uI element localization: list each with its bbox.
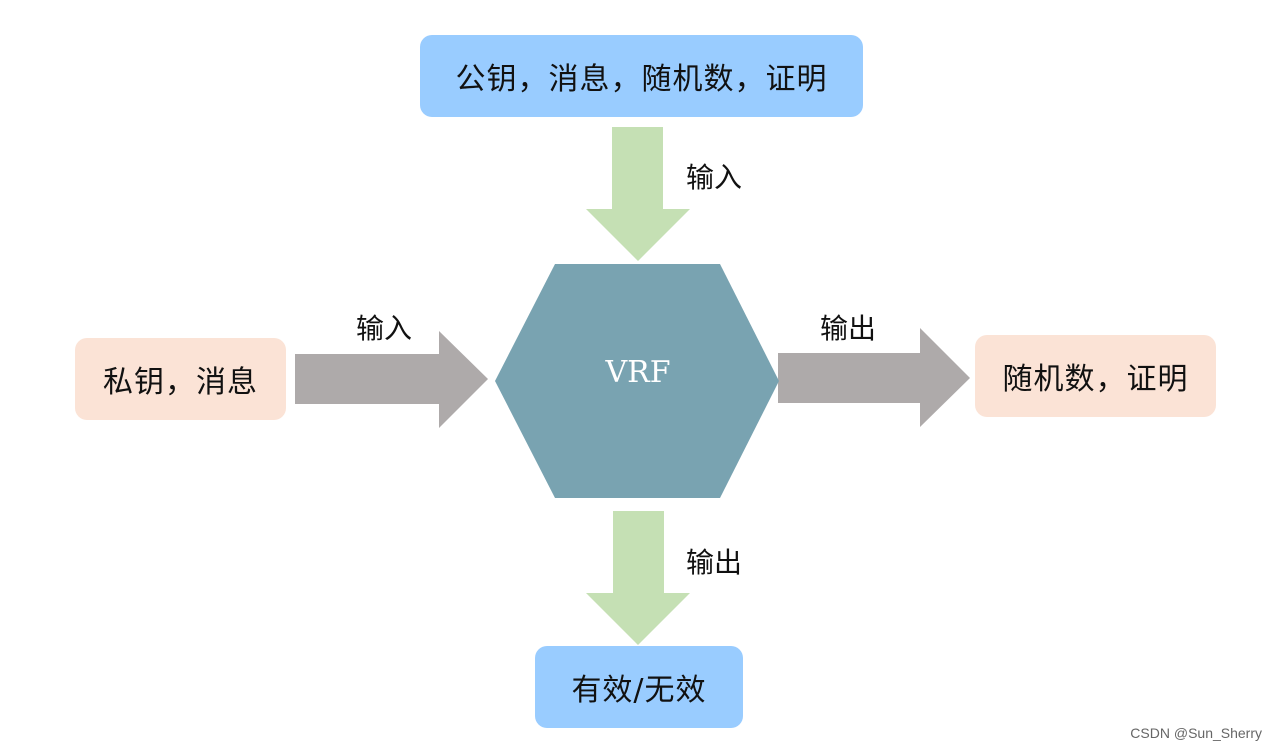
top-input-label: 输入 xyxy=(686,161,743,194)
top-input-arrow xyxy=(586,127,690,261)
public-inputs-box: 公钥，消息，随机数，证明 xyxy=(420,35,863,117)
private-inputs-box: 私钥，消息 xyxy=(75,338,286,420)
right-output-arrow xyxy=(778,328,970,427)
bottom-output-label: 输出 xyxy=(686,546,743,579)
vrf-label: VRF xyxy=(605,355,671,390)
left-input-arrow xyxy=(295,331,488,428)
validity-output-box: 有效/无效 xyxy=(535,646,743,728)
random-proof-output-box: 随机数，证明 xyxy=(975,335,1216,417)
right-output-label: 输出 xyxy=(820,312,877,345)
left-input-label: 输入 xyxy=(356,312,413,345)
vrf-hexagon xyxy=(495,264,779,498)
watermark: CSDN @Sun_Sherry xyxy=(1130,725,1262,741)
bottom-output-arrow xyxy=(586,511,690,645)
